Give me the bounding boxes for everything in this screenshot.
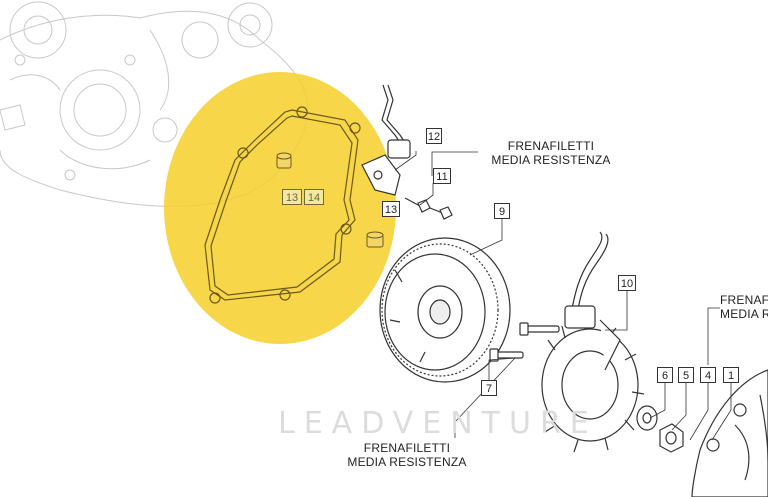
callout-5: 5 [678, 367, 694, 383]
callout-13-gasket: 13 [282, 189, 302, 205]
note-threadlocker-top: FRENAFILETTI MEDIA RESISTENZA [484, 139, 618, 167]
callout-4: 4 [700, 367, 716, 383]
cover-gasket [204, 106, 361, 304]
note-right-line2: MEDIA RESISTENZA [720, 307, 768, 321]
note-bottom-line1: FRENAFILETTI [363, 441, 451, 455]
callout-12: 12 [426, 128, 442, 144]
note-threadlocker-right: FRENAFILETTI MEDIA RESISTENZA [720, 293, 768, 321]
callout-6: 6 [657, 367, 673, 383]
screws [404, 197, 453, 220]
callout-11: 11 [433, 168, 451, 184]
note-top-line1: FRENAFILETTI [507, 139, 595, 153]
callout-1: 1 [723, 367, 739, 383]
callout-14: 14 [304, 189, 324, 205]
callout-9: 9 [494, 203, 510, 219]
note-top-line2: MEDIA RESISTENZA [491, 153, 611, 167]
highlight-area [164, 72, 396, 344]
stator [541, 231, 645, 453]
callout-13: 13 [382, 201, 400, 217]
watermark: LEADVENTURE [278, 406, 598, 441]
callout-10: 10 [618, 275, 636, 291]
callout-7: 7 [481, 380, 497, 396]
note-bottom-line2: MEDIA RESISTENZA [347, 455, 467, 469]
note-right-line1: FRENAFILETTI [720, 293, 768, 307]
bolts [489, 322, 560, 362]
pickup-sensor [361, 84, 411, 196]
note-threadlocker-bottom: FRENAFILETTI MEDIA RESISTENZA [340, 441, 474, 469]
washer-nut [636, 405, 684, 453]
side-cover [691, 369, 768, 497]
dowel-pins [276, 152, 384, 248]
leader-lines [394, 151, 732, 441]
flywheel [379, 237, 511, 383]
